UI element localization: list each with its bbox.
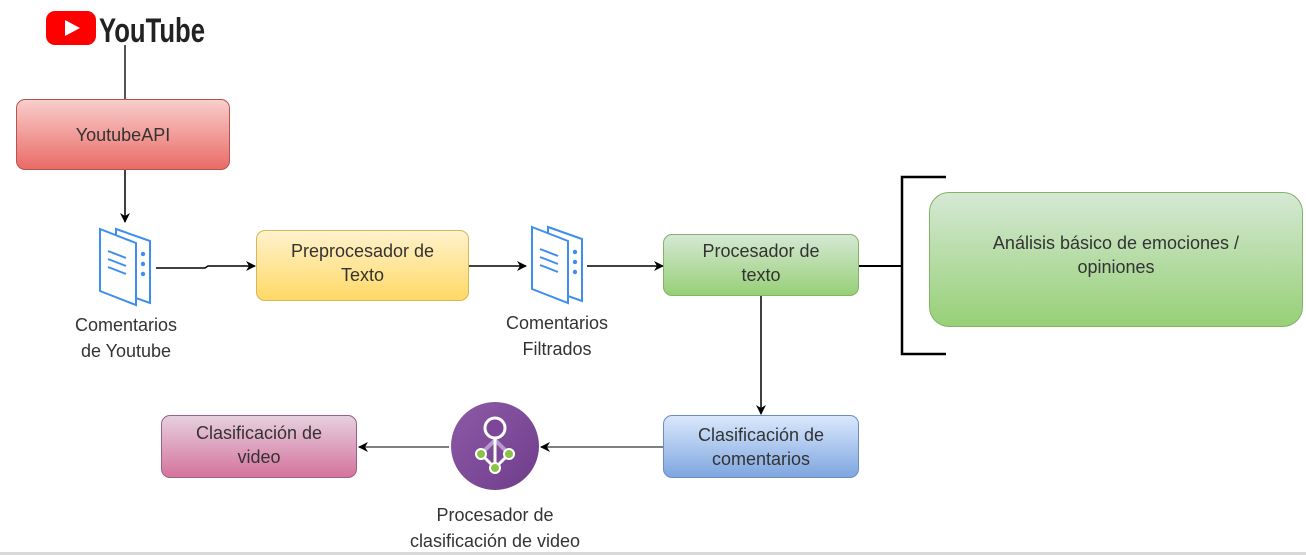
label-line: Análisis básico de emociones / bbox=[992, 232, 1240, 253]
label-line: de Youtube bbox=[80, 341, 172, 361]
text-processor-node[interactable]: Procesador de texto bbox=[663, 234, 859, 296]
comments-youtube-label: Comentarios de Youtube bbox=[46, 312, 206, 364]
preprocessor-node[interactable]: Preprocesador de Texto bbox=[256, 230, 469, 301]
filtered-comments-label: Comentarios Filtrados bbox=[477, 310, 637, 362]
label-line: comentarios bbox=[711, 448, 811, 469]
label-line: Clasificación de bbox=[697, 424, 825, 445]
video-classification-node[interactable]: Clasificación de video bbox=[161, 415, 357, 478]
bracket bbox=[900, 175, 946, 356]
youtube-api-node[interactable]: YoutubeAPI bbox=[16, 99, 230, 170]
label-line: video bbox=[237, 447, 281, 467]
label-line: Comentarios bbox=[505, 313, 609, 333]
comment-classification-node[interactable]: Clasificación de comentarios bbox=[663, 415, 859, 478]
edge-comments-preprocessor bbox=[156, 261, 256, 271]
label-line: opiniones bbox=[1077, 256, 1155, 277]
label-line: texto bbox=[741, 265, 781, 285]
label-line: Filtrados bbox=[522, 339, 592, 359]
documents-icon bbox=[531, 225, 583, 305]
label-line: Procesador de bbox=[436, 505, 554, 525]
bottom-divider bbox=[0, 552, 1306, 555]
ml-network-icon bbox=[451, 402, 539, 490]
label-line: Procesador de bbox=[702, 241, 820, 261]
label-line: Clasificación de bbox=[195, 423, 323, 443]
video-classifier-label: Procesador de clasificación de video bbox=[380, 502, 610, 554]
documents-icon bbox=[99, 227, 151, 307]
youtube-logo-text: YouTube bbox=[99, 12, 205, 50]
label-line: Preprocesador de bbox=[290, 241, 435, 261]
label-line: Texto bbox=[340, 265, 385, 285]
label-line: clasificación de video bbox=[409, 531, 581, 551]
youtube-api-label: YoutubeAPI bbox=[75, 124, 171, 145]
label-line: Comentarios bbox=[74, 315, 178, 335]
sentiment-analysis-node[interactable]: Análisis básico de emociones / opiniones bbox=[929, 192, 1303, 327]
youtube-play-icon bbox=[46, 11, 96, 45]
